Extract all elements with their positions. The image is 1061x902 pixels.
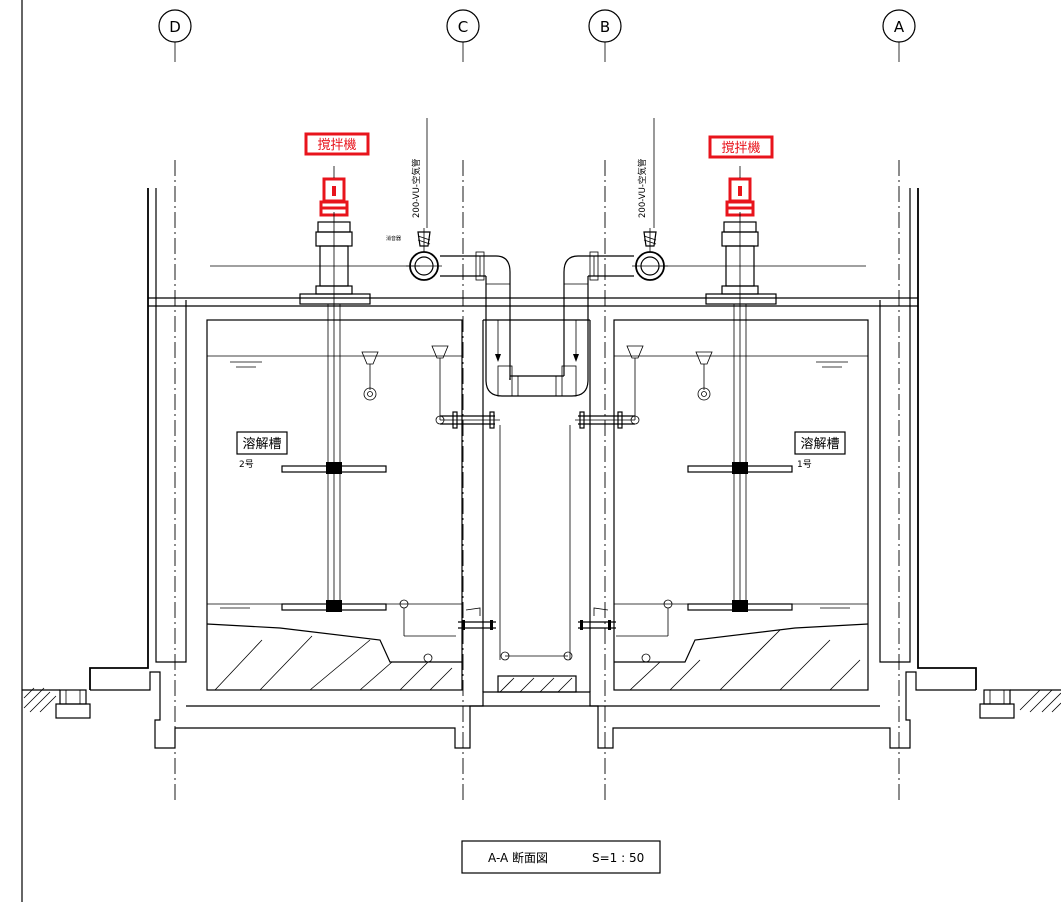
mixer-label-right-text: 撹拌機	[721, 141, 760, 156]
pipe-label-left: 200-VU-空気管	[411, 159, 422, 218]
tank-name-right: 溶解槽	[800, 437, 839, 452]
axis-label-d: D	[169, 18, 181, 36]
silencer-note: 消音器	[386, 235, 401, 242]
axis-label-a: A	[894, 18, 905, 36]
axis-label-c: C	[458, 18, 468, 36]
drawing-title: A-A 断面図	[488, 850, 548, 865]
mixer-right	[660, 166, 866, 612]
tank-left	[206, 319, 500, 691]
air-pipe-loop	[440, 251, 634, 397]
axis-label-b: B	[600, 18, 610, 36]
pipe-label-right: 200-VU-空気管	[637, 159, 648, 218]
ground-left	[22, 687, 91, 719]
central-pit	[482, 319, 591, 693]
ground-right	[979, 689, 1061, 719]
tank-no-left: 2号	[239, 459, 254, 470]
mixer-label-left: 撹拌機	[304, 132, 370, 156]
axis-c: C	[446, 9, 480, 800]
axis-b: B	[588, 9, 622, 800]
structure-outline	[89, 188, 977, 749]
tank-label-left: 溶解槽 2号	[236, 431, 288, 470]
axis-a: A	[882, 9, 916, 800]
tank-no-right: 1号	[797, 459, 812, 470]
mixer-label-left-text: 撹拌機	[317, 138, 356, 153]
pipe-connections	[399, 411, 673, 663]
tank-right	[575, 319, 869, 691]
mixer-left	[210, 166, 420, 612]
axis-d: D	[158, 9, 192, 800]
tank-name-left: 溶解槽	[242, 437, 281, 452]
tank-label-right: 溶解槽 1号	[794, 431, 846, 470]
mixer-label-right: 撹拌機	[708, 135, 774, 159]
drawing-scale: S=1 : 50	[592, 851, 644, 865]
title-block: A-A 断面図 S=1 : 50	[461, 840, 661, 874]
